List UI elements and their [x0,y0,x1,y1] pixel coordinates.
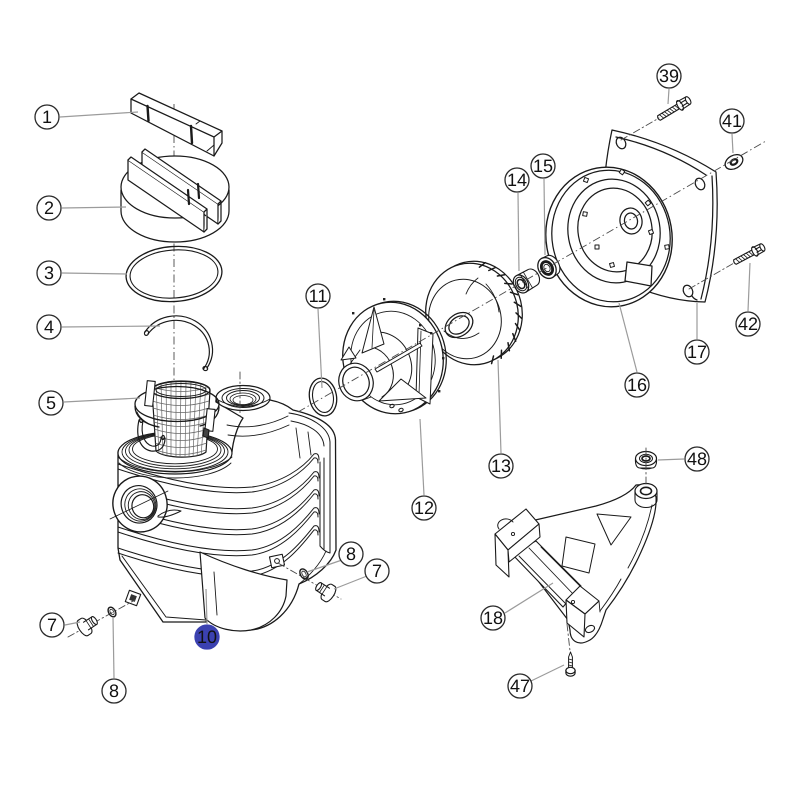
svg-text:14: 14 [507,170,527,190]
svg-text:17: 17 [687,342,707,362]
svg-text:13: 13 [491,456,511,476]
svg-text:10: 10 [197,627,217,647]
svg-text:48: 48 [687,449,707,469]
svg-text:42: 42 [738,314,758,334]
svg-text:41: 41 [722,111,742,131]
svg-text:4: 4 [44,317,54,337]
svg-text:1: 1 [42,107,52,127]
svg-text:11: 11 [309,286,328,306]
svg-text:18: 18 [483,608,503,628]
svg-text:3: 3 [44,263,54,283]
svg-text:2: 2 [44,198,54,218]
svg-text:8: 8 [109,681,119,701]
svg-text:39: 39 [659,66,679,86]
svg-text:16: 16 [627,375,647,395]
svg-text:15: 15 [533,156,553,176]
svg-text:7: 7 [47,615,57,635]
svg-text:47: 47 [510,676,530,696]
svg-text:7: 7 [372,561,382,581]
svg-text:12: 12 [414,498,434,518]
svg-text:8: 8 [346,544,356,564]
svg-text:5: 5 [46,393,56,413]
